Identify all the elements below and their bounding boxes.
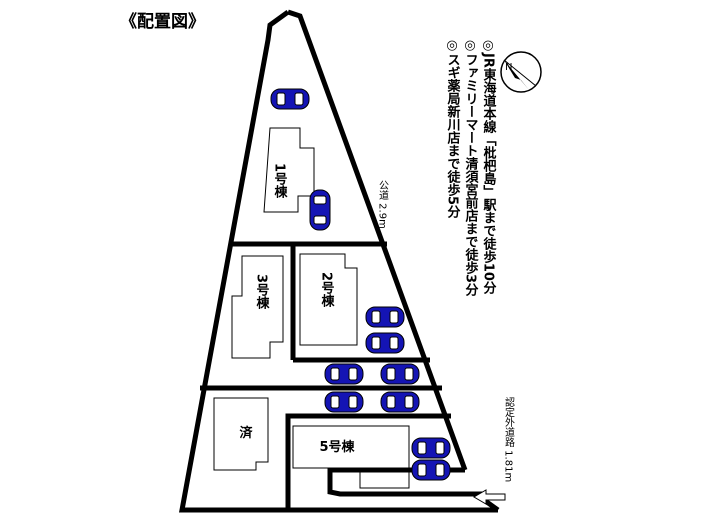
building-labels: 1号棟 2号棟 3号棟 済 5号棟: [239, 163, 355, 455]
building-5-footprint: [292, 425, 410, 489]
certified-road-label: 認定外道路 1.81m: [503, 396, 515, 482]
car-icon: [411, 459, 451, 481]
compass-icon: N: [500, 51, 542, 93]
car-icon: [411, 437, 451, 459]
car-icon: [380, 391, 420, 413]
public-road-label: 公道 2.9m: [377, 180, 389, 229]
building-2-label: 2号棟: [319, 272, 335, 308]
parking-cars: [270, 88, 451, 481]
car-icon: [324, 363, 364, 385]
access-note-convenience-store: ◎ファミリーマート清須宮前店まで徒歩3分: [463, 38, 480, 297]
diagram-title: 《配置図》: [120, 11, 205, 32]
car-icon: [309, 189, 331, 231]
divider-lot5-frame: [285, 413, 451, 510]
plot-dividers: [200, 241, 451, 510]
building-5-label: 5号棟: [319, 439, 355, 455]
building-4-label: 済: [239, 425, 253, 441]
compass-north-label: N: [505, 62, 512, 73]
building-3-footprint: [231, 255, 284, 359]
access-notes: ◎JR東海道本線「枇杷島」駅まで徒歩10分 ◎ファミリーマート清須宮前店まで徒歩…: [445, 38, 498, 297]
car-icon: [270, 88, 310, 110]
car-icon: [324, 391, 364, 413]
building-3-label: 3号棟: [254, 274, 270, 310]
car-icon: [365, 306, 405, 328]
entrance-arrow-icon: [473, 489, 506, 505]
building-1-label: 1号棟: [272, 163, 288, 199]
building-4-footprint: [213, 397, 269, 471]
building-2-footprint: [299, 253, 358, 346]
car-icon: [365, 332, 405, 354]
car-icon: [380, 363, 420, 385]
lot-right-edge: [287, 9, 468, 471]
access-note-drugstore: ◎スギ薬局新川店まで徒歩5分: [445, 38, 462, 219]
access-note-station: ◎JR東海道本線「枇杷島」駅まで徒歩10分: [481, 38, 498, 295]
